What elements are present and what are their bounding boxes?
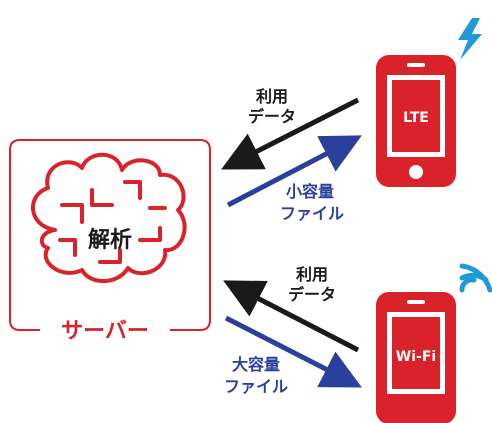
arrow-top-download [226, 135, 362, 208]
server-caption: サーバー [61, 319, 149, 344]
phone-lte [376, 55, 456, 187]
bottom-download-label-1: 大容量 [232, 355, 280, 374]
brain-icon [31, 152, 187, 283]
top-download-label-1: 小容量 [286, 182, 334, 201]
phone-lte-screen-label: LTE [403, 110, 429, 126]
top-upload-label-2: データ [248, 107, 296, 126]
top-upload-label-1: 利用 [256, 87, 288, 106]
arrow-top-upload [221, 97, 360, 170]
bottom-download-label-2: ファイル [224, 377, 288, 396]
arrow-bottom-upload [223, 280, 360, 353]
phone-wifi [376, 292, 456, 423]
bottom-upload-label-2: データ [288, 285, 336, 304]
top-download-label-2: ファイル [280, 204, 344, 223]
arrow-bottom-download [224, 315, 362, 388]
bottom-upload-label-1: 利用 [296, 265, 328, 284]
brain-label: 解析 [88, 227, 132, 253]
lightning-icon [458, 18, 482, 60]
server-box [9, 139, 211, 331]
phone-wifi-screen-label: Wi-Fi [396, 349, 436, 365]
wifi-icon [459, 263, 492, 293]
